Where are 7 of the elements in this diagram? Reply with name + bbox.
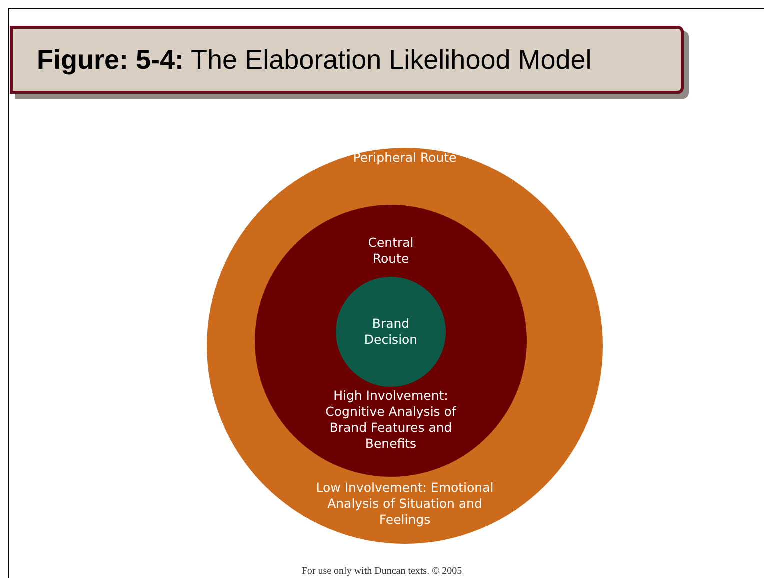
route-description: Low Involvement: Emotional Analysis of Situation and Feelings [315, 480, 495, 528]
route-label: Peripheral Route [352, 150, 458, 166]
footer-note: For use only with Duncan texts. © 2005 [300, 566, 464, 577]
route-description: High Involvement: Cognitive Analysis of Brand Features and Benefits [324, 388, 458, 452]
figure-title: Figure: 5-4: The Elaboration Likelihood Model [36, 44, 592, 76]
route-label: Brand Decision [363, 316, 419, 348]
route-label: Central Route [367, 235, 415, 267]
